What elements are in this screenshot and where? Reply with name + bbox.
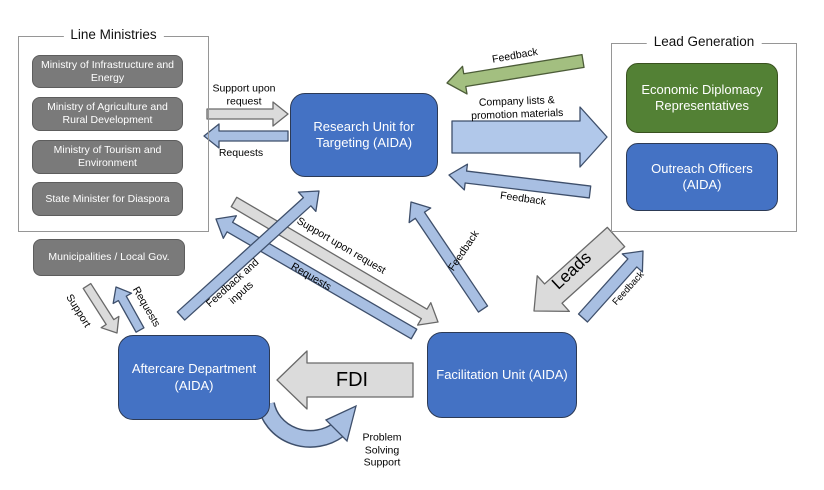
node-ministry-infrastructure: Ministry of Infrastructure and Energy (32, 55, 183, 88)
node-municipalities: Municipalities / Local Gov. (33, 239, 185, 276)
company-lists-arrow (451, 106, 608, 168)
feedback-facilitation-research-arrow (408, 201, 489, 313)
support-upon-request-top-arrow (206, 101, 289, 127)
arrow-label-requests-top: Requests (218, 146, 264, 159)
support-municipalities-arrow (82, 282, 120, 334)
problem-solving-curved-arrowhead (324, 404, 357, 443)
group-line-ministries-title: Line Ministries (63, 27, 164, 42)
node-aftercare-department: Aftercare Department (AIDA) (118, 335, 270, 420)
feedback-and-inputs-arrow (176, 190, 320, 321)
requests-top-arrow (203, 123, 289, 149)
arrow-label-fdi: FDI (335, 368, 369, 391)
arrow-label-support-upon-request-top: Support upon request (212, 82, 276, 108)
problem-solving-curved-arrow (258, 402, 343, 447)
arrow-label-company-lists: Company lists & promotion materials (470, 94, 564, 122)
node-facilitation-unit: Facilitation Unit (AIDA) (427, 332, 577, 418)
requests-municipalities-arrow (112, 286, 145, 333)
arrow-label-problem-solving-support: Problem Solving Support (362, 431, 402, 469)
node-state-minister-diaspora: State Minister for Diaspora (32, 182, 183, 216)
feedback-leadgen-to-research-arrow (448, 163, 592, 199)
leads-arrow (533, 226, 626, 313)
feedback-green-arrow (446, 53, 585, 95)
group-lead-generation: Lead Generation (611, 34, 797, 232)
group-line-ministries: Line Ministries (18, 27, 209, 232)
node-research-unit: Research Unit for Targeting (AIDA) (290, 93, 438, 177)
group-lead-generation-title: Lead Generation (646, 34, 762, 49)
fdi-arrow (276, 350, 414, 410)
node-ministry-tourism: Ministry of Tourism and Environment (32, 140, 183, 174)
feedback-facilitation-leadgen-arrow (577, 250, 644, 323)
node-economic-diplomacy-representatives: Economic Diplomacy Representatives (626, 63, 778, 133)
node-ministry-agriculture: Ministry of Agriculture and Rural Develo… (32, 97, 183, 131)
node-outreach-officers: Outreach Officers (AIDA) (626, 143, 778, 211)
